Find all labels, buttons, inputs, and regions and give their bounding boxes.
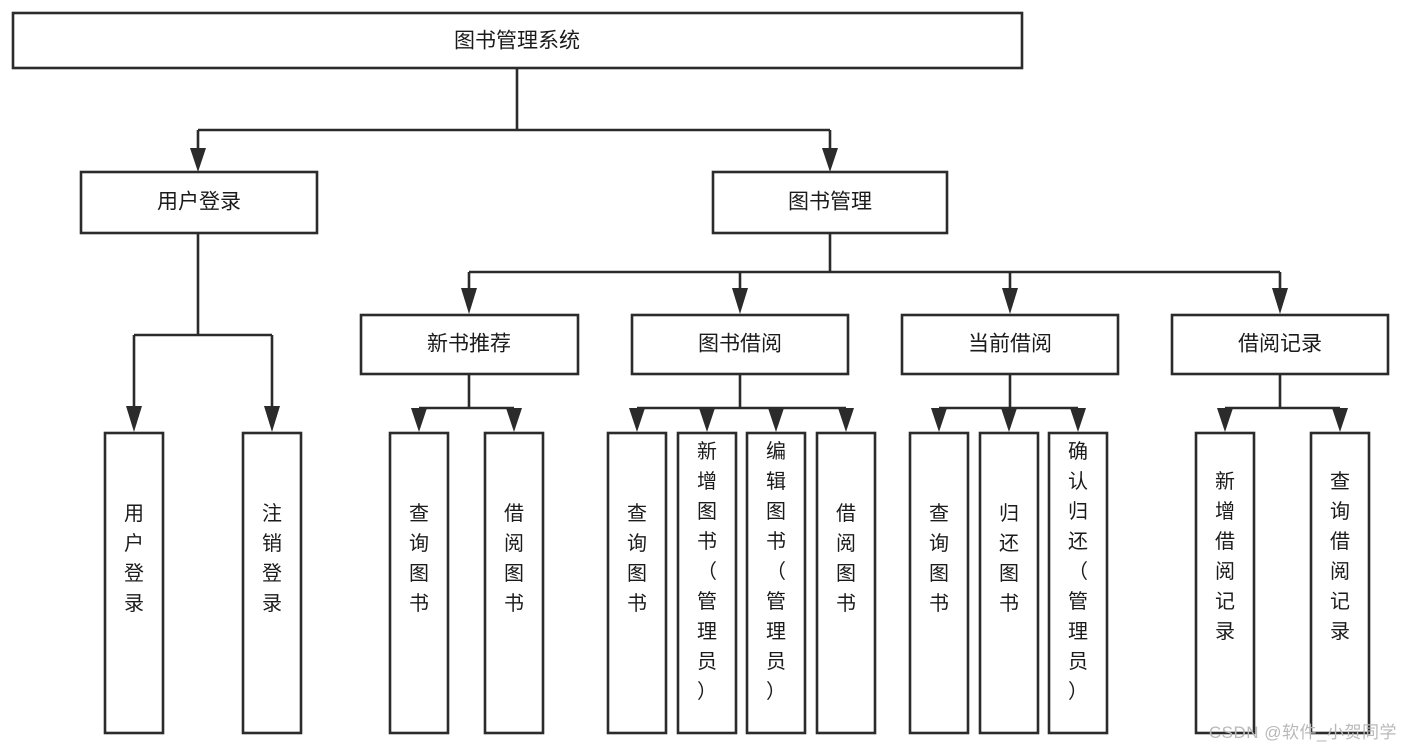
arrow-user-login-to-leaf1 — [126, 406, 142, 432]
node-borrow-record-box[interactable] — [1170, 313, 1390, 376]
node-leaf-borrow-book-1-box[interactable] — [483, 431, 545, 735]
node-leaf-return-book-label: 归还图书 — [999, 502, 1019, 615]
node-leaf-user-login-label: 用户登录 — [124, 503, 144, 615]
node-leaf-edit-book-label: 编辑图书（管理员） — [766, 440, 786, 703]
arrow-bm-to-borrow — [732, 288, 748, 314]
node-leaf-query-book-2[interactable]: 查询图书 — [606, 431, 668, 735]
node-leaf-borrow-book-2-box[interactable] — [815, 431, 877, 735]
node-current-borrow-label: 当前借阅 — [968, 333, 1052, 356]
connector-group-current — [931, 375, 1086, 432]
arrow-borrow-to-leaf4 — [838, 408, 854, 432]
node-leaf-user-login-box[interactable] — [103, 431, 165, 735]
node-book-manage-box[interactable] — [711, 170, 949, 235]
node-leaf-return-book-box[interactable] — [978, 431, 1040, 735]
node-leaf-query-book-1[interactable]: 查询图书 — [388, 431, 450, 735]
node-leaf-add-book-label: 新增图书（管理员） — [697, 440, 717, 703]
arrow-user-login-to-leaf2 — [264, 406, 280, 432]
node-leaf-confirm-return-label: 确认归还（管理员） — [1068, 440, 1088, 703]
node-new-book-rec[interactable]: 新书推荐 — [359, 313, 580, 376]
node-root[interactable]: 图书管理系统 — [11, 11, 1024, 70]
node-leaf-confirm-return-box[interactable] — [1047, 431, 1109, 735]
node-leaf-add-record-label: 新增借阅记录 — [1215, 470, 1235, 643]
node-leaf-add-record-box[interactable] — [1194, 431, 1256, 735]
node-leaf-borrow-book-2-label: 借阅图书 — [836, 502, 856, 615]
node-leaf-query-book-1-label: 查询图书 — [409, 502, 429, 615]
node-leaf-query-book-1-box[interactable] — [388, 431, 450, 735]
connector-group-borrow — [629, 375, 854, 432]
arrow-bm-to-record — [1272, 288, 1288, 314]
node-leaf-return-book[interactable]: 归还图书 — [978, 431, 1040, 735]
node-leaf-query-record-box[interactable] — [1309, 431, 1371, 735]
node-leaf-user-login[interactable]: 用户登录 — [103, 431, 165, 735]
arrow-current-to-leaf2 — [1001, 408, 1017, 432]
connector-group-root — [190, 68, 838, 172]
node-leaf-borrow-book-1-label: 借阅图书 — [504, 502, 524, 615]
node-leaf-query-book-3-box[interactable] — [908, 431, 970, 735]
arrow-root-to-book-manage — [822, 148, 838, 172]
connector-group-book-manage — [461, 233, 1288, 314]
node-leaf-add-book-box[interactable] — [676, 431, 738, 735]
arrow-bm-to-current — [1002, 288, 1018, 314]
arrow-newbook-to-leaf2 — [506, 408, 522, 432]
watermark-text: CSDN @软件_小贺同学 — [1208, 723, 1397, 742]
node-book-borrow-label: 图书借阅 — [698, 333, 782, 356]
node-user-login-label: 用户登录 — [157, 191, 241, 214]
node-book-borrow-box[interactable] — [630, 313, 850, 376]
arrow-record-to-leaf1 — [1217, 408, 1233, 432]
node-user-login-box[interactable] — [79, 170, 319, 235]
arrow-bm-to-newbook — [461, 288, 477, 314]
arrow-newbook-to-leaf1 — [411, 408, 427, 432]
node-leaf-borrow-book-2[interactable]: 借阅图书 — [815, 431, 877, 735]
node-leaf-logout-box[interactable] — [241, 431, 303, 735]
node-current-borrow[interactable]: 当前借阅 — [900, 313, 1120, 376]
node-leaf-add-book[interactable]: 新增图书（管理员） — [676, 431, 738, 735]
node-leaf-query-book-3-label: 查询图书 — [929, 502, 949, 615]
connector-group-newbook — [411, 375, 522, 432]
node-book-manage[interactable]: 图书管理 — [711, 170, 949, 235]
connector-group-user-login — [126, 234, 280, 432]
arrow-record-to-leaf2 — [1332, 408, 1348, 432]
arrow-current-to-leaf3 — [1070, 408, 1086, 432]
node-root-box[interactable] — [11, 11, 1024, 70]
node-leaf-logout-label: 注销登录 — [262, 502, 282, 615]
arrow-current-to-leaf1 — [931, 408, 947, 432]
arrow-borrow-to-leaf2 — [699, 408, 715, 432]
node-leaf-logout[interactable]: 注销登录 — [241, 431, 303, 735]
connector-group-record — [1217, 375, 1348, 432]
node-leaf-query-book-2-box[interactable] — [606, 431, 668, 735]
arrow-borrow-to-leaf3 — [768, 408, 784, 432]
node-borrow-record[interactable]: 借阅记录 — [1170, 313, 1390, 376]
node-leaf-query-record[interactable]: 查询借阅记录 — [1309, 431, 1371, 735]
node-new-book-rec-box[interactable] — [359, 313, 580, 376]
arrow-root-to-user-login — [190, 148, 206, 172]
node-leaf-edit-book[interactable]: 编辑图书（管理员） — [745, 431, 807, 735]
node-leaf-edit-book-box[interactable] — [745, 431, 807, 735]
node-leaf-query-record-label: 查询借阅记录 — [1330, 470, 1350, 643]
node-leaf-add-record[interactable]: 新增借阅记录 — [1194, 431, 1256, 735]
node-leaf-query-book-2-label: 查询图书 — [627, 502, 647, 615]
node-book-borrow[interactable]: 图书借阅 — [630, 313, 850, 376]
node-root-label: 图书管理系统 — [454, 30, 580, 53]
node-borrow-record-label: 借阅记录 — [1238, 333, 1322, 356]
node-user-login[interactable]: 用户登录 — [79, 170, 319, 235]
node-book-manage-label: 图书管理 — [788, 191, 872, 214]
arrow-borrow-to-leaf1 — [629, 408, 645, 432]
node-leaf-query-book-3[interactable]: 查询图书 — [908, 431, 970, 735]
node-current-borrow-box[interactable] — [900, 313, 1120, 376]
node-leaf-confirm-return[interactable]: 确认归还（管理员） — [1047, 431, 1109, 735]
node-leaf-borrow-book-1[interactable]: 借阅图书 — [483, 431, 545, 735]
node-new-book-rec-label: 新书推荐 — [427, 333, 511, 356]
